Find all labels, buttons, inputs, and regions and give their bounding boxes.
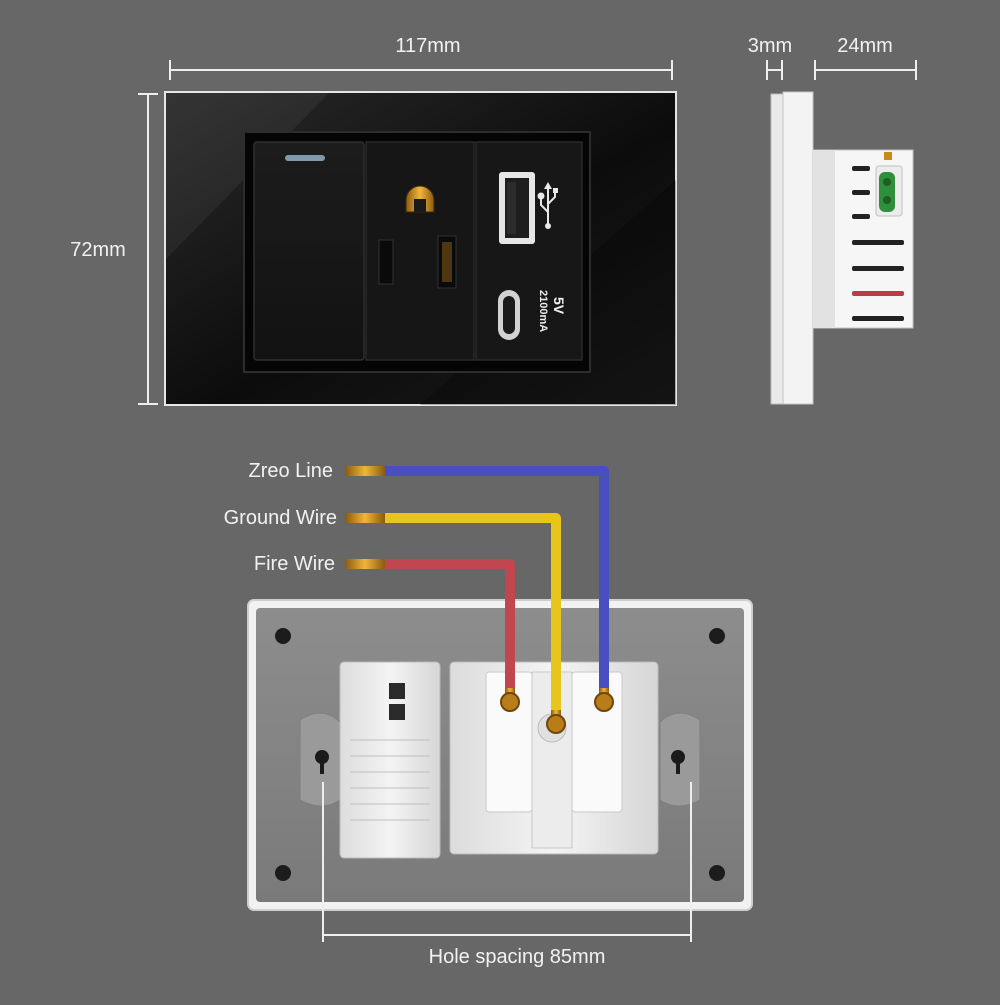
fire-wire-label: Fire Wire	[254, 553, 335, 575]
usb-current-label: 2100mA	[537, 290, 549, 332]
rocker-switch	[253, 141, 365, 361]
fire-wire	[385, 559, 515, 690]
height-dimension: 72mm	[70, 93, 158, 405]
height-label: 72mm	[70, 239, 126, 261]
back-housing	[247, 599, 753, 911]
side-view	[770, 91, 914, 405]
indicator-light	[285, 155, 325, 161]
outlet-receptacle	[365, 141, 475, 361]
plate-depth-label: 3mm	[748, 35, 792, 57]
ground-wire	[385, 513, 561, 712]
neutral-wire	[385, 466, 609, 690]
usb-icon	[537, 182, 558, 229]
wires	[345, 466, 609, 728]
neutral-wire-label: Zreo Line	[249, 460, 334, 482]
wire-labels: Zreo Line Ground Wire Fire Wire	[224, 460, 337, 575]
usb-module: 5V 2100mA	[475, 141, 583, 361]
front-panel: 5V 2100mA	[164, 91, 677, 406]
body-depth-label: 24mm	[837, 35, 893, 57]
hole-spacing-label: Hole spacing 85mm	[429, 946, 606, 968]
terminal-screws	[500, 692, 614, 734]
hole-spacing-dimension: Hole spacing 85mm	[322, 782, 692, 968]
ground-wire-label: Ground Wire	[224, 507, 337, 529]
width-dimension: 117mm	[169, 35, 673, 80]
width-label: 117mm	[395, 35, 460, 57]
usb-voltage-label: 5V	[551, 297, 567, 315]
depth-dimensions: 3mm 24mm	[748, 35, 917, 80]
